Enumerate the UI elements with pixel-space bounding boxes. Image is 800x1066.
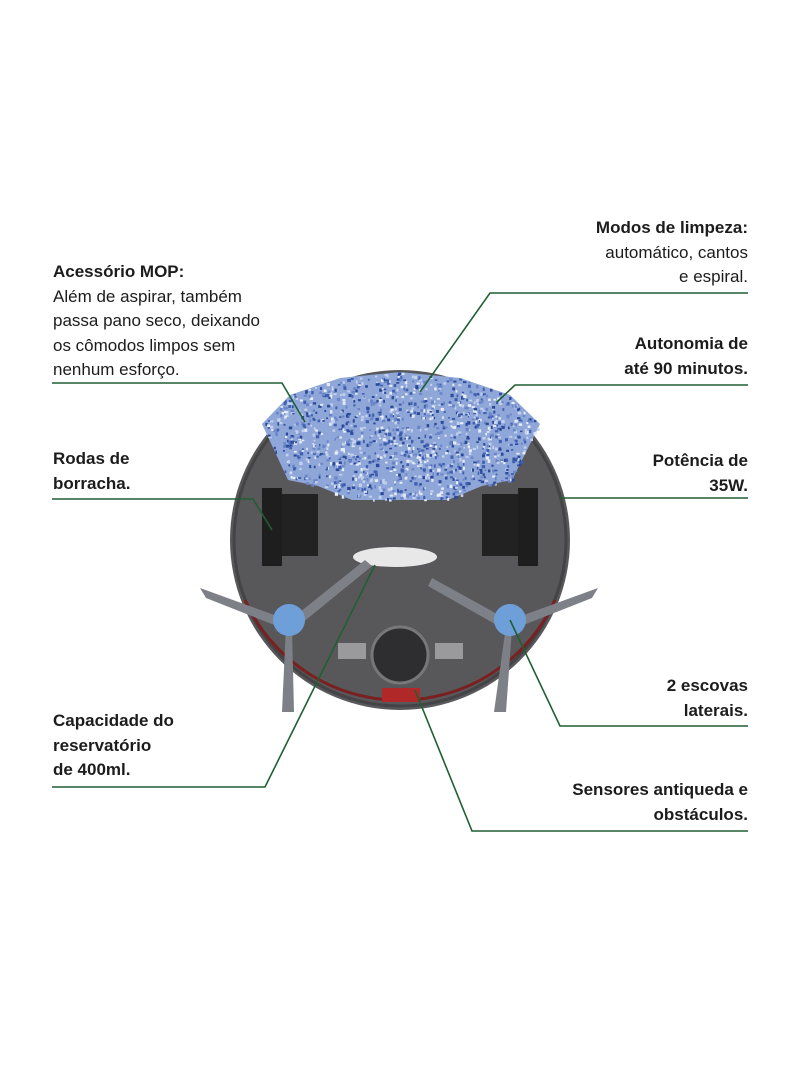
label-text: até 90 minutos.: [624, 358, 748, 378]
label-text: passa pano seco, deixando: [53, 311, 260, 330]
leader-lines: [52, 292, 748, 832]
leader-sensors: [414, 689, 748, 832]
label-wheels: Rodas de borracha.: [53, 447, 130, 496]
label-text: Autonomia de: [634, 334, 748, 353]
left-side-brush: [200, 560, 372, 712]
left-wheel: [262, 488, 282, 566]
reservoir-window: [353, 547, 437, 567]
leader-autonomy: [496, 384, 748, 403]
label-sensors: Sensores antiqueda e obstáculos.: [572, 778, 748, 827]
leader-mop: [52, 382, 306, 423]
label-text: Capacidade do: [53, 711, 174, 730]
label-text: Além de aspirar, também: [53, 286, 242, 306]
label-mop: Acessório MOP: Além de aspirar, também p…: [53, 260, 260, 383]
label-text: obstáculos.: [653, 804, 748, 824]
leader-brushes: [509, 619, 748, 727]
label-text: automático, cantos: [605, 242, 748, 262]
label-modes-title: Modos de limpeza:: [595, 218, 748, 237]
label-text: Sensores antiqueda e: [572, 780, 748, 799]
label-text: reservatório: [53, 735, 152, 755]
label-text: de 400ml.: [53, 760, 131, 779]
right-wheel: [518, 488, 538, 566]
cliff-sensor: [382, 688, 420, 702]
label-text: nenhum esforço.: [53, 360, 180, 379]
label-brushes: 2 escovas laterais.: [667, 674, 748, 723]
leader-reservoir: [52, 564, 376, 788]
label-text: os cômodos limpos sem: [53, 335, 236, 355]
label-autonomy: Autonomia de até 90 minutos.: [624, 332, 748, 381]
label-text: Rodas de: [53, 449, 130, 468]
label-text: 2 escovas: [666, 676, 748, 695]
caster-wheel: [370, 625, 430, 685]
robot-vacuum: [200, 370, 598, 712]
label-text: e espiral.: [679, 267, 748, 286]
leader-modes: [419, 292, 748, 393]
label-text: 35W.: [709, 475, 748, 495]
label-text: borracha.: [53, 473, 131, 493]
label-text: laterais.: [683, 700, 748, 720]
label-power: Potência de 35W.: [653, 449, 748, 498]
leader-wheels: [52, 498, 273, 531]
label-modes: Modos de limpeza: automático, cantos e e…: [596, 216, 748, 290]
label-reservoir: Capacidade do reservatório de 400ml.: [53, 709, 174, 783]
label-text: Potência de: [652, 451, 748, 470]
label-mop-title: Acessório MOP:: [53, 262, 185, 281]
